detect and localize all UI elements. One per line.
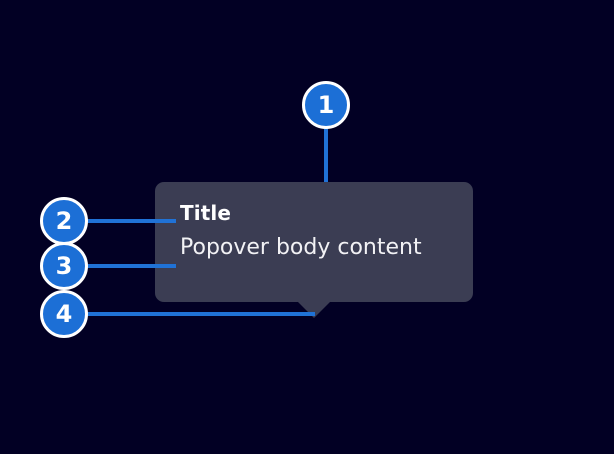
- callout-leader-line-4: [80, 312, 315, 316]
- callout-badge-4[interactable]: 4: [40, 290, 88, 338]
- popover-body: Popover body content: [180, 235, 422, 260]
- callout-badge-2[interactable]: 2: [40, 197, 88, 245]
- callout-badge-3-label: 3: [55, 252, 73, 280]
- callout-leader-line-1: [324, 128, 328, 204]
- callout-badge-2-label: 2: [55, 207, 73, 235]
- popover-container: Title Popover body content: [155, 182, 473, 302]
- callout-badge-4-label: 4: [55, 300, 73, 328]
- callout-leader-line-3: [80, 264, 176, 268]
- callout-badge-1[interactable]: 1: [302, 81, 350, 129]
- callout-leader-line-2: [80, 219, 176, 223]
- callout-badge-3[interactable]: 3: [40, 242, 88, 290]
- callout-badge-1-label: 1: [317, 91, 335, 119]
- popover-title: Title: [180, 201, 231, 225]
